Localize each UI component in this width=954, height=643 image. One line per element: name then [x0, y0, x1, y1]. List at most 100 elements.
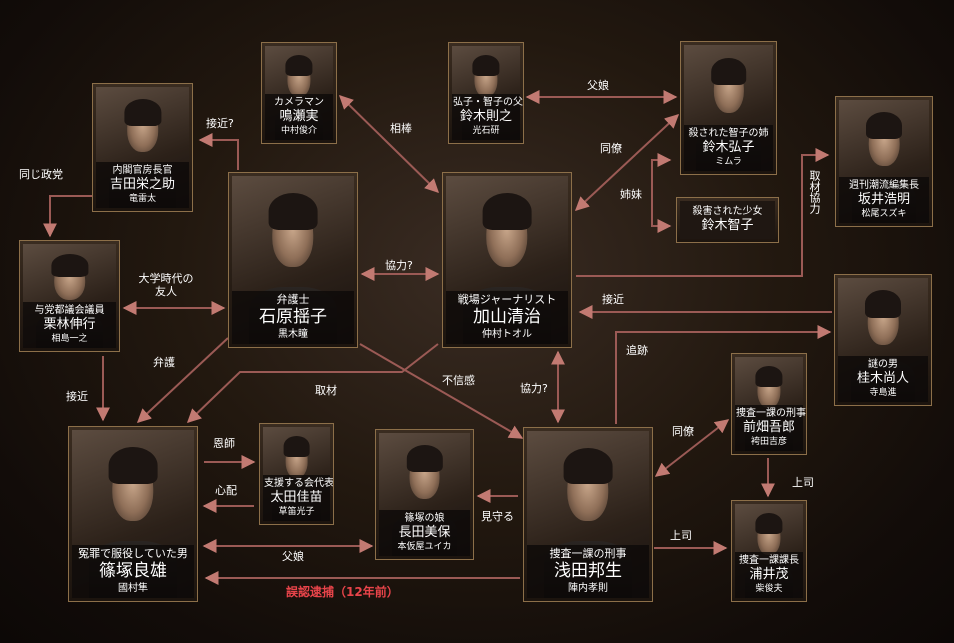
character-role: 戦場ジャーナリスト: [457, 293, 557, 306]
label-same-party: 同じ政党: [19, 168, 63, 181]
character-role: 謎の男: [868, 359, 898, 370]
label-distrust: 不信感: [442, 374, 475, 387]
actor-name: 寺島進: [869, 388, 897, 398]
card-ishihara[interactable]: 弁護士石原揺子黒木瞳: [228, 172, 358, 348]
card-suzuki-father[interactable]: 弘子・智子の父鈴木則之光石研: [448, 42, 524, 144]
card-suzuki-tomoko[interactable]: 殺害された少女鈴木智子: [676, 197, 779, 243]
actor-name: 光石研: [472, 126, 500, 136]
card-nagata[interactable]: 篠塚の娘長田美保本仮屋ユイカ: [375, 429, 474, 560]
character-name: 浅田邦生: [554, 561, 622, 581]
actor-name: 竜雷太: [128, 194, 156, 204]
actor-name: ミムラ: [715, 157, 742, 167]
label-defense: 弁護: [153, 356, 175, 369]
character-name: 鈴木弘子: [702, 140, 755, 155]
label-watch-over: 見守る: [481, 510, 514, 523]
character-name: 前畑吾郎: [742, 420, 795, 435]
actor-name: 草笛光子: [278, 507, 315, 517]
card-yoshida[interactable]: 内閣官房長官吉田栄之助竜雷太: [92, 83, 193, 212]
link-ishihara-asada: [359, 343, 524, 439]
label-coverage: 取材: [315, 384, 337, 397]
label-worry: 心配: [215, 484, 237, 497]
actor-name: 黒木瞳: [278, 329, 308, 340]
card-shinozuka[interactable]: 冤罪で服役していた男篠塚良雄國村隼: [68, 426, 198, 602]
character-role: 捜査一課の刑事: [549, 547, 627, 560]
character-role: 冤罪で服役していた男: [78, 547, 188, 560]
character-name: 栗林伸行: [43, 317, 96, 332]
card-katsuragi[interactable]: 謎の男桂木尚人寺島進: [834, 274, 932, 406]
card-urai[interactable]: 捜査一課課長浦井茂柴俊夫: [731, 500, 807, 602]
label-partner: 相棒: [390, 122, 412, 135]
label-mentor: 恩師: [213, 437, 235, 450]
link-kayama-sakai: [576, 148, 830, 277]
actor-name: 松尾スズキ: [861, 209, 907, 219]
link-ishihara-yoshida: [198, 133, 239, 170]
character-role: 内閣官房長官: [112, 165, 173, 176]
character-name: 浦井茂: [749, 567, 789, 582]
character-name: 桂木尚人: [856, 371, 909, 386]
card-sakai[interactable]: 週刊潮流編集長坂井浩明松尾スズキ: [835, 96, 933, 227]
link-ishihara-shinozuka: [136, 337, 229, 423]
actor-name: 仲村トオル: [482, 329, 532, 340]
card-kuribayashi[interactable]: 与党都議会議員栗林伸行相島一之: [19, 240, 120, 352]
label-cooperation-2: 協力?: [520, 382, 548, 395]
card-asada[interactable]: 捜査一課の刑事浅田邦生陣内孝則: [523, 427, 653, 602]
label-colleague-1: 同僚: [600, 142, 622, 155]
link-kayama-hiroko: [574, 114, 680, 211]
character-role: 殺害された少女: [692, 206, 763, 217]
character-role: 弘子・智子の父: [453, 97, 523, 108]
actor-name: 袴田吉彦: [750, 437, 787, 447]
label-father-daughter-1: 父娘: [587, 79, 609, 92]
link-kameraman-kayama: [338, 95, 440, 193]
card-ota[interactable]: 支援する会代表太田佳苗草笛光子: [259, 423, 334, 525]
character-role: カメラマン: [274, 97, 324, 108]
character-role: 支援する会代表: [264, 478, 334, 489]
link-sisters: [651, 153, 672, 233]
link-asada-maehata: [654, 419, 730, 477]
label-colleague-2: 同僚: [672, 425, 694, 438]
character-name: 太田佳苗: [270, 490, 323, 505]
link-kayama-shinozuka: [186, 343, 439, 423]
actor-name: 相島一之: [51, 334, 88, 344]
character-role: 与党都議会議員: [34, 305, 105, 316]
character-name: 長田美保: [398, 525, 451, 540]
character-name: 篠塚良雄: [99, 561, 167, 581]
character-name: 石原揺子: [259, 307, 327, 327]
character-name: 坂井浩明: [857, 192, 910, 207]
character-name: 吉田栄之助: [109, 177, 175, 192]
label-wrongful-arrest: 誤認逮捕（12年前）: [286, 585, 399, 599]
actor-name: 國村隼: [118, 583, 148, 594]
label-cooperation-1: 協力?: [385, 259, 413, 272]
actor-name: 中村俊介: [280, 126, 317, 136]
character-name: 鈴木則之: [459, 109, 512, 124]
character-name: 鈴木智子: [701, 218, 754, 233]
character-role: 捜査一課課長: [739, 555, 799, 566]
label-boss-2: 上司: [670, 529, 692, 542]
card-kameraman[interactable]: カメラマン鳴瀬実中村俊介: [261, 42, 337, 144]
label-approach-1: 接近?: [206, 117, 234, 130]
character-role: 捜査一課の刑事: [736, 408, 806, 419]
character-role: 弁護士: [276, 293, 310, 306]
actor-name: 本仮屋ユイカ: [397, 542, 452, 552]
actor-name: 柴俊夫: [755, 584, 783, 594]
character-name: 鳴瀬実: [279, 109, 319, 124]
link-asada-katsuragi: [615, 325, 832, 424]
card-suzuki-hiroko[interactable]: 殺された智子の姉鈴木弘子ミムラ: [680, 41, 777, 175]
card-kayama[interactable]: 戦場ジャーナリスト加山清治仲村トオル: [442, 172, 572, 348]
label-sisters: 姉妹: [620, 188, 642, 201]
character-role: 週刊潮流編集長: [849, 180, 919, 191]
link-same-party: [43, 195, 92, 238]
label-father-daughter-2: 父娘: [282, 550, 304, 563]
character-role: 殺された智子の姉: [688, 128, 769, 139]
actor-name: 陣内孝則: [568, 583, 608, 594]
label-approach-3: 接近: [66, 390, 88, 403]
label-college-friends: 大学時代の 友人: [138, 272, 194, 298]
label-boss-1: 上司: [792, 476, 814, 489]
label-approach-2: 接近: [602, 293, 624, 306]
character-role: 篠塚の娘: [404, 513, 445, 524]
label-pursuit: 追跡: [626, 344, 648, 357]
card-maehata[interactable]: 捜査一課の刑事前畑吾郎袴田吉彦: [731, 353, 807, 455]
character-name: 加山清治: [473, 307, 541, 327]
label-coverage-cooperation: 取材協力: [808, 170, 821, 214]
